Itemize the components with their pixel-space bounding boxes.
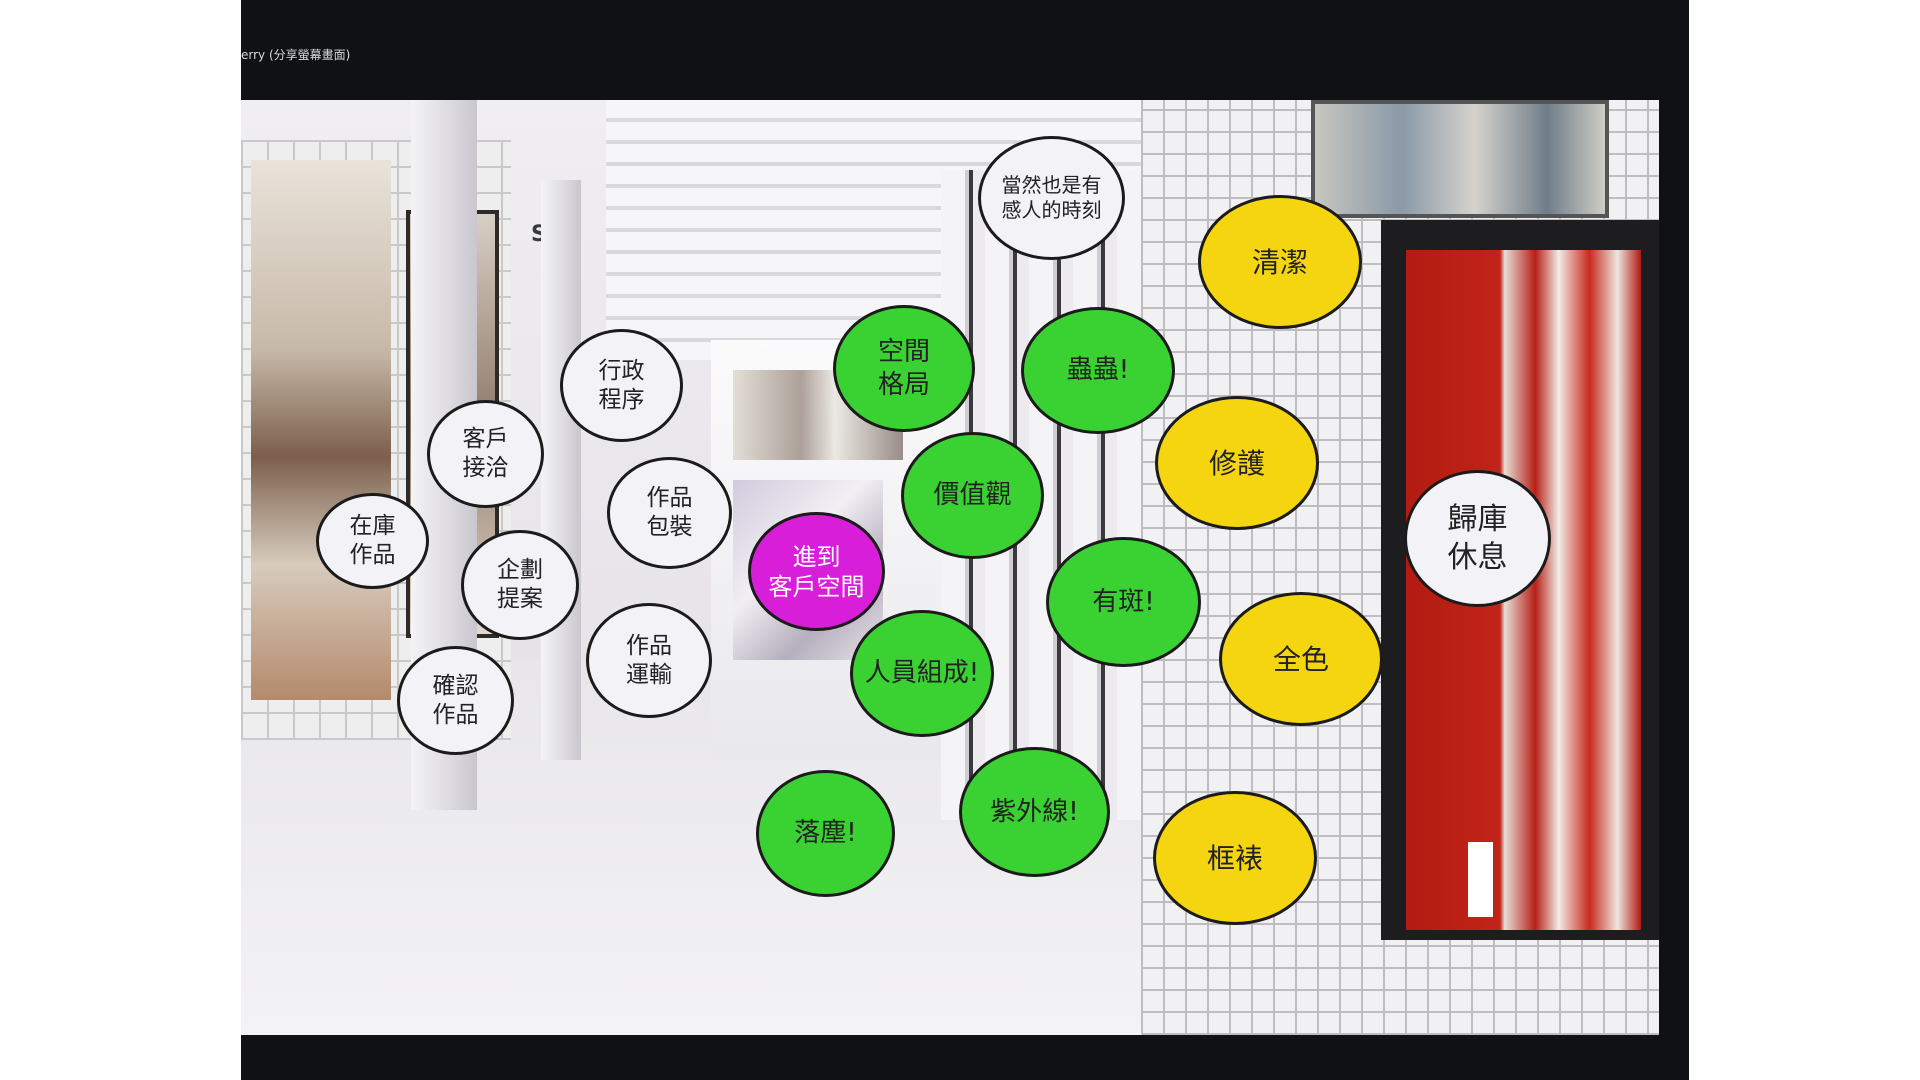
window-title: erry (分享螢幕畫面): [241, 48, 351, 62]
bubble-label: 價值觀: [933, 480, 1012, 511]
bubble-values: 價值觀: [901, 432, 1044, 559]
bubble-framing: 框裱: [1153, 791, 1317, 925]
bubble-planning-proposal: 企劃 提案: [461, 530, 579, 640]
bubble-admin-procedure: 行政 程序: [560, 329, 683, 442]
top-right-painting: [1311, 100, 1609, 218]
bubble-uv: 紫外線!: [959, 747, 1110, 877]
bubble-artwork-packing: 作品 包裝: [607, 457, 732, 569]
bubble-label: 全色: [1272, 642, 1329, 676]
bubble-label: 作品 運輸: [626, 632, 672, 688]
bubble-space-layout: 空間 格局: [833, 305, 975, 432]
presentation-slide: S 在庫 作品 客戶 接洽 行政 程序 企劃 提案 確認 作品 作品 包裝 作品…: [241, 100, 1659, 1035]
left-figurative-painting: [251, 160, 391, 700]
bubble-label: 歸庫 休息: [1447, 502, 1508, 575]
bubble-cleaning: 清潔: [1198, 195, 1362, 329]
bubble-personnel: 人員組成!: [850, 610, 994, 737]
bubble-label: 進到 客戶空間: [768, 542, 865, 601]
bubble-label: 在庫 作品: [349, 513, 396, 568]
bubble-enter-client-space: 進到 客戶空間: [748, 512, 885, 631]
bubble-label: 蟲蟲!: [1066, 355, 1130, 386]
middle-pillar: [541, 180, 581, 760]
white-label-card: [1468, 842, 1493, 917]
bubble-restoration: 修護: [1155, 396, 1319, 530]
bubble-label: 行政 程序: [598, 357, 645, 413]
bubble-label: 確認 作品: [432, 672, 479, 728]
bubble-return-to-storage: 歸庫 休息: [1404, 470, 1551, 607]
bubble-label: 作品 包裝: [646, 485, 693, 540]
shared-screen: erry (分享螢幕畫面) S 在庫 作品 客戶 接洽 行政 程序 企劃 提案: [241, 0, 1689, 1080]
bubble-label: 落塵!: [794, 818, 857, 849]
bubble-client-contact: 客戶 接洽: [427, 400, 544, 508]
bubble-label: 企劃 提案: [497, 557, 543, 612]
bubble-label: 修護: [1208, 446, 1265, 480]
bubble-label: 客戶 接洽: [462, 426, 509, 481]
bubble-warehouse-artwork: 在庫 作品: [316, 493, 429, 589]
bubble-artwork-transport: 作品 運輸: [586, 603, 712, 718]
bubble-spots: 有斑!: [1046, 537, 1201, 667]
bubble-confirm-artwork: 確認 作品: [397, 646, 514, 755]
bubble-label: 有斑!: [1092, 586, 1155, 617]
bubble-label: 框裱: [1206, 841, 1263, 875]
bubble-insects: 蟲蟲!: [1021, 307, 1175, 434]
bubble-label: 當然也是有 感人的時刻: [1001, 173, 1102, 222]
bubble-label: 人員組成!: [864, 658, 980, 689]
bubble-touching-moments: 當然也是有 感人的時刻: [978, 136, 1125, 260]
bubble-label: 清潔: [1251, 245, 1308, 279]
bubble-label: 空間 格局: [877, 337, 930, 400]
bubble-dust: 落塵!: [756, 770, 895, 897]
bubble-full-color: 全色: [1219, 592, 1383, 726]
bubble-label: 紫外線!: [990, 796, 1079, 827]
